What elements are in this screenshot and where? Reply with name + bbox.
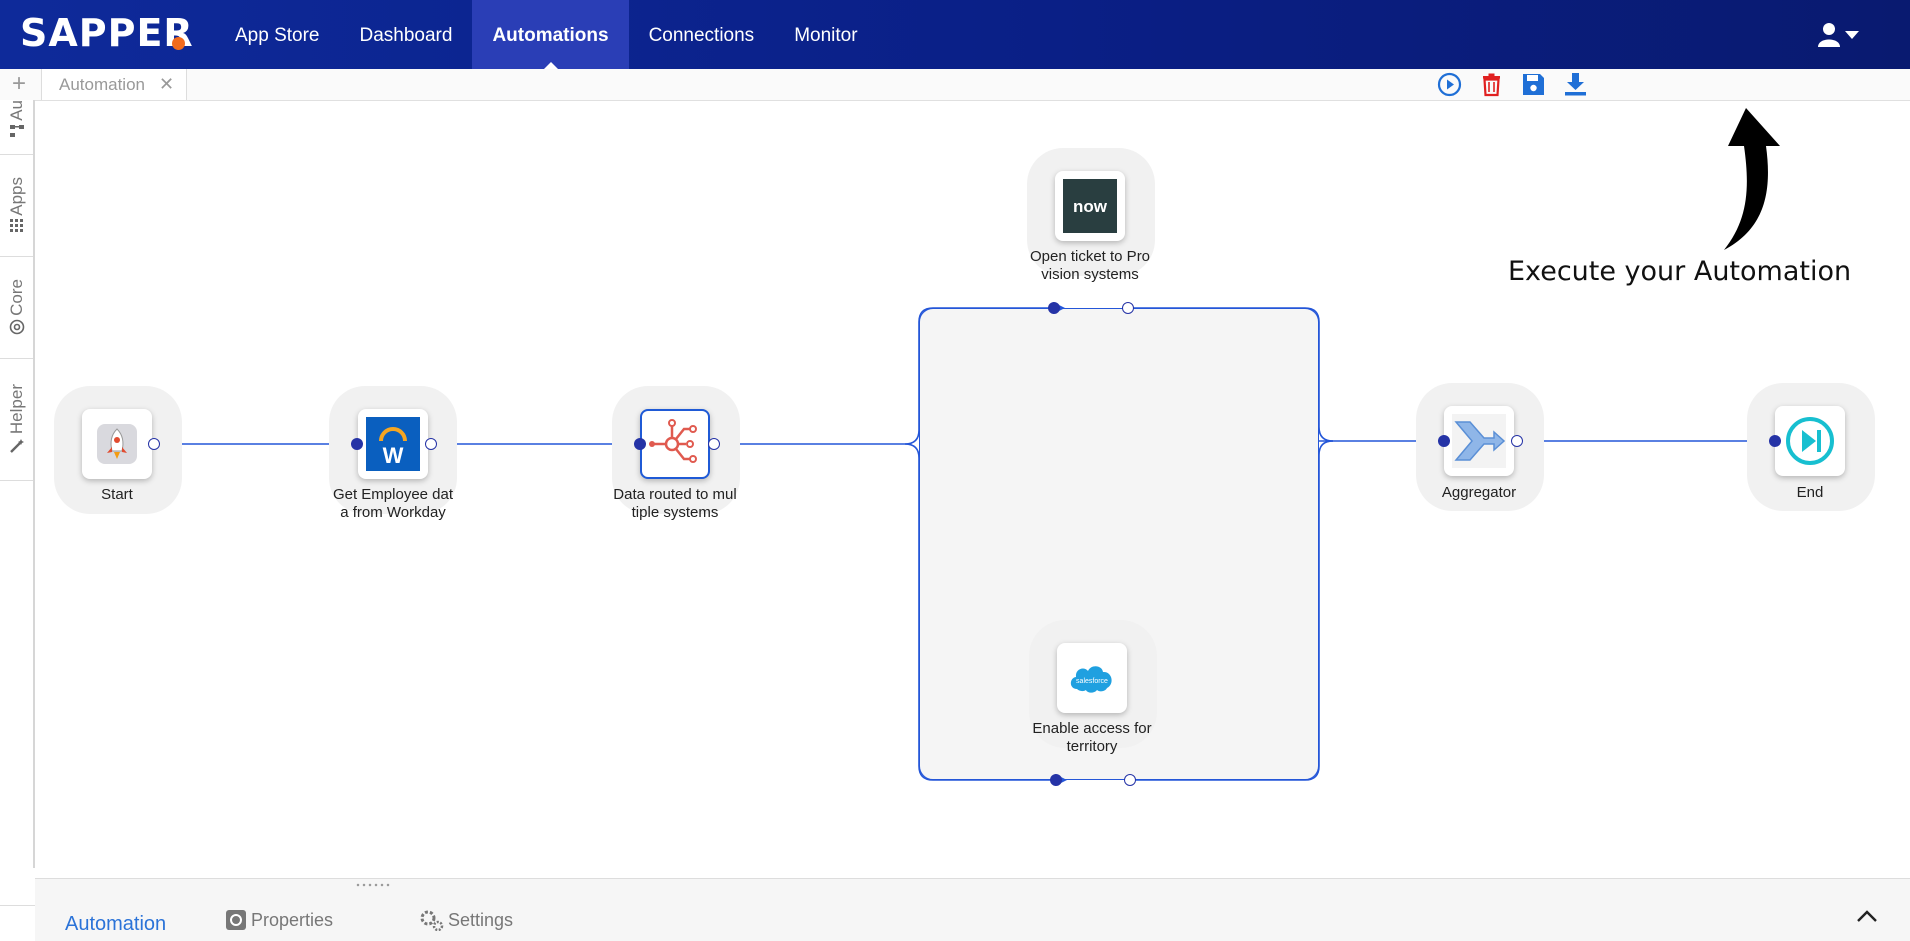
input-port[interactable] — [1438, 435, 1450, 447]
sidetab-apps[interactable]: Apps — [0, 154, 33, 257]
add-tab-icon[interactable]: + — [12, 70, 27, 97]
side-panel-tabs: Au Apps Core Helper — [0, 100, 35, 868]
user-dropdown-icon[interactable] — [1816, 22, 1862, 48]
bottom-tab-properties[interactable]: Properties — [225, 909, 333, 931]
tab-label: Automation — [59, 74, 145, 94]
node-aggregator[interactable] — [1444, 406, 1514, 476]
nav-dashboard[interactable]: Dashboard — [359, 25, 453, 46]
output-port[interactable] — [1511, 435, 1523, 447]
sidetab-label: Au — [6, 100, 26, 121]
nav-monitor[interactable]: Monitor — [794, 25, 858, 46]
sapper-logo[interactable]: SAPPER — [20, 11, 194, 55]
node-end[interactable] — [1775, 406, 1845, 476]
cog-circle-icon — [9, 320, 24, 335]
tab-automation[interactable]: Automation ✕ — [41, 69, 188, 100]
bottom-tab-label: Properties — [251, 909, 334, 930]
input-port[interactable] — [1769, 435, 1781, 447]
workday-icon: W — [366, 417, 420, 471]
node-start[interactable] — [82, 409, 152, 479]
sidetab-label: Core — [6, 278, 26, 316]
sitemap-icon — [9, 124, 24, 137]
annotation-arrow — [1724, 108, 1780, 250]
output-port[interactable] — [1122, 302, 1134, 314]
annotation-text: Execute your Automation — [1508, 256, 1852, 287]
input-port[interactable] — [351, 438, 363, 450]
nav-app-store[interactable]: App Store — [235, 25, 320, 46]
sidetab-helper[interactable]: Helper — [0, 358, 33, 481]
node-label-start: Start — [101, 486, 133, 503]
output-port[interactable] — [708, 438, 720, 450]
input-port[interactable] — [1048, 302, 1060, 314]
nav-connections[interactable]: Connections — [648, 25, 755, 46]
properties-icon — [226, 910, 246, 930]
gears-icon — [420, 910, 444, 931]
merge-icon — [1452, 414, 1506, 468]
output-port[interactable] — [1124, 774, 1136, 786]
node-router[interactable] — [640, 409, 710, 479]
sidetab-automation[interactable]: Au — [0, 100, 33, 155]
sidetab-label: Apps — [6, 176, 26, 216]
play-circle-icon[interactable] — [1436, 71, 1463, 98]
wire-router-salesforce — [904, 443, 1055, 781]
wand-icon — [9, 439, 24, 453]
servicenow-icon: now — [1063, 179, 1117, 233]
router-icon — [649, 419, 697, 463]
svg-text:salesforce: salesforce — [1076, 678, 1108, 685]
top-navbar: SAPPER App Store Dashboard Automations C… — [0, 0, 1910, 69]
input-port[interactable] — [1050, 774, 1062, 786]
resize-grip[interactable] — [355, 882, 391, 888]
download-icon[interactable] — [1562, 71, 1589, 98]
chevron-up-icon[interactable] — [1856, 909, 1878, 923]
node-salesforce[interactable]: salesforce — [1057, 643, 1127, 713]
rocket-icon — [97, 424, 137, 464]
flow-wires — [160, 302, 1779, 786]
bottom-tab-label: Automation — [65, 913, 167, 935]
trash-icon[interactable] — [1478, 71, 1505, 98]
tab-strip: + Automation ✕ — [0, 69, 1910, 101]
logo-dot — [172, 37, 185, 50]
nav-automations[interactable]: Automations — [472, 0, 629, 69]
output-port[interactable] — [425, 438, 437, 450]
main-nav: App Store Dashboard Automations Connecti… — [215, 0, 878, 69]
svg-text:now: now — [1073, 197, 1108, 216]
node-label-end: End — [1796, 484, 1824, 501]
wire-servicenow-aggregator — [1134, 307, 1334, 442]
node-workday[interactable]: W — [358, 409, 428, 479]
grid-icon — [9, 219, 23, 233]
save-icon[interactable] — [1520, 71, 1547, 98]
close-icon[interactable]: ✕ — [159, 74, 175, 94]
node-label-aggregator: Aggregator — [1441, 484, 1517, 501]
bottom-tab-settings[interactable]: Settings — [420, 909, 513, 931]
bottom-tab-automation[interactable]: Automation — [65, 913, 166, 936]
wire-router-servicenow — [721, 307, 1053, 445]
skip-end-icon — [1786, 417, 1834, 465]
bottom-tab-label: Settings — [448, 909, 514, 930]
salesforce-icon: salesforce — [1070, 666, 1112, 693]
bottom-left-corner — [0, 905, 35, 941]
input-port[interactable] — [634, 438, 646, 450]
sidetab-core[interactable]: Core — [0, 256, 33, 359]
svg-text:W: W — [383, 443, 404, 468]
node-servicenow[interactable]: now — [1055, 171, 1125, 241]
sidetab-label: Helper — [6, 383, 26, 435]
bottom-panel: Automation Properties Settings — [35, 878, 1910, 941]
output-port[interactable] — [148, 438, 160, 450]
wire-salesforce-aggregator — [1136, 440, 1334, 781]
